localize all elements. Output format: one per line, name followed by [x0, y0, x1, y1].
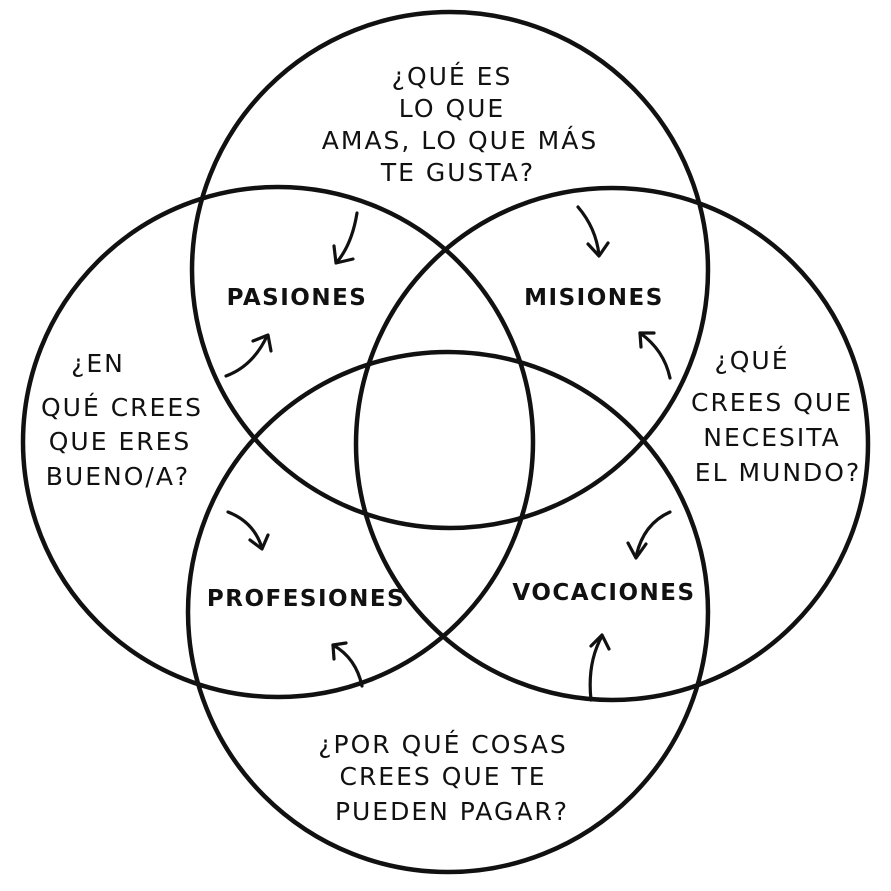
question-paid-for-line-1: ¿POR QUÉ COSAS	[318, 730, 568, 759]
label-profesiones: PROFESIONES	[207, 586, 405, 612]
question-good-at-line-1: ¿EN	[71, 349, 125, 378]
arrow-to-misiones-from-right	[638, 331, 672, 380]
label-pasiones: PASIONES	[227, 285, 368, 311]
question-love-line-3: AMAS, LO QUE MÁS	[322, 126, 598, 155]
question-world-needs: ¿QUÉ CREES QUE NECESITA EL MUNDO?	[691, 346, 861, 487]
circle-paid-for	[185, 349, 711, 875]
question-world-needs-line-2: CREES QUE	[691, 388, 853, 417]
question-paid-for-line-3: PUEDEN PAGAR?	[335, 797, 569, 826]
question-good-at-line-4: BUENO/A?	[46, 462, 190, 491]
arrow-to-vocaciones-from-bottom	[588, 633, 611, 702]
circle-love	[189, 9, 711, 531]
circle-good-at	[20, 184, 536, 700]
label-misiones: MISIONES	[524, 285, 664, 311]
arrow-to-profesiones-from-bottom	[331, 641, 364, 688]
question-love-line-2: LO QUE	[399, 94, 505, 123]
circle-world-needs	[353, 185, 871, 703]
question-paid-for: ¿POR QUÉ COSAS CREES QUE TE PUEDEN PAGAR…	[318, 730, 569, 826]
label-vocaciones: VOCACIONES	[512, 580, 695, 606]
question-love-line-4: TE GUSTA?	[380, 158, 535, 187]
arrow-to-pasiones-from-top	[332, 211, 359, 265]
question-paid-for-line-2: CREES QUE TE	[339, 762, 546, 791]
question-good-at-line-3: QUE ERES	[49, 427, 192, 456]
question-good-at-line-2: QUÉ CREES	[41, 393, 203, 422]
arrow-to-pasiones-from-left	[224, 333, 273, 378]
question-good-at: ¿EN QUÉ CREES QUE ERES BUENO/A?	[41, 349, 203, 491]
question-world-needs-line-3: EL MUNDO?	[695, 458, 861, 487]
arrow-to-profesiones-from-left	[226, 510, 270, 551]
question-love: ¿QUÉ ES LO QUE AMAS, LO QUE MÁS TE GUSTA…	[322, 62, 598, 187]
question-world-needs-line-2b: NECESITA	[703, 423, 840, 452]
question-love-line-1: ¿QUÉ ES	[392, 62, 513, 91]
arrow-to-misiones-from-top	[576, 205, 610, 258]
question-world-needs-line-1: ¿QUÉ	[714, 346, 789, 375]
arrow-to-vocaciones-from-right	[626, 510, 672, 560]
